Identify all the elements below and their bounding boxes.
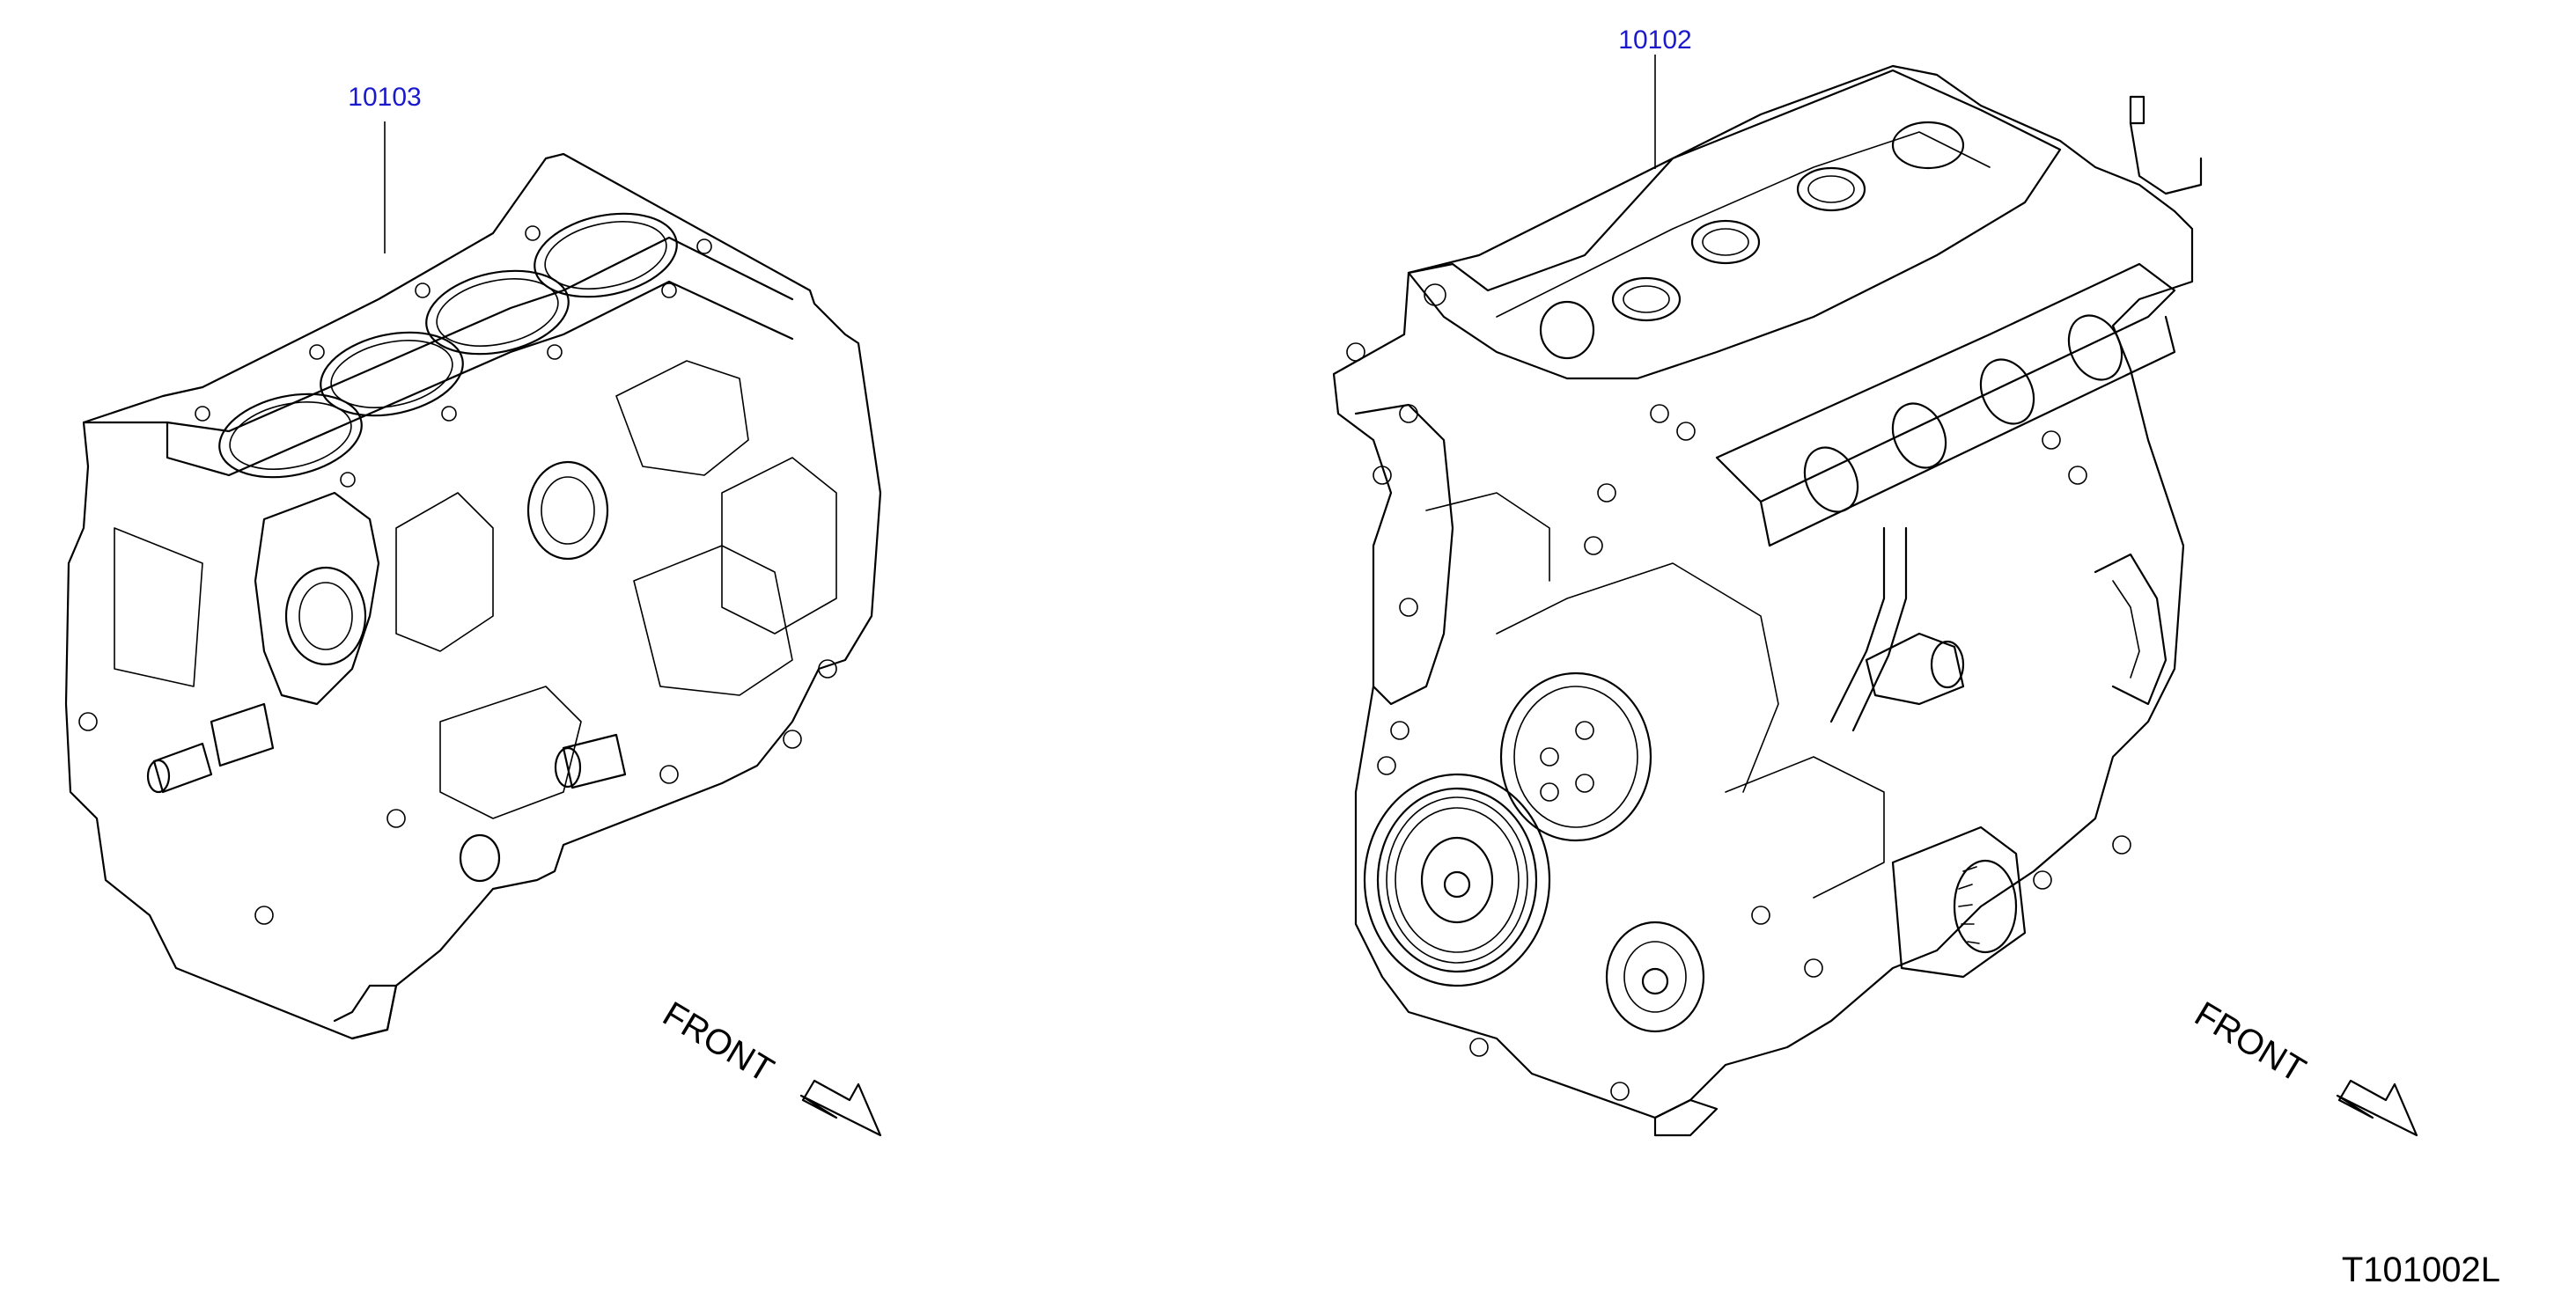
engine-assembly-illustration [1332, 64, 2203, 1137]
short-block-illustration [64, 152, 882, 1040]
part-callout-10103[interactable]: 10103 [348, 83, 421, 112]
front-orientation-label-right: FRONT [2188, 994, 2312, 1090]
drawing-code: T101002L [2342, 1251, 2500, 1289]
front-orientation-label-left: FRONT [656, 994, 780, 1090]
part-callout-10102[interactable]: 10102 [1618, 26, 1691, 55]
front-arrow-left-icon [799, 1079, 882, 1137]
front-arrow-right-icon [2336, 1079, 2418, 1137]
